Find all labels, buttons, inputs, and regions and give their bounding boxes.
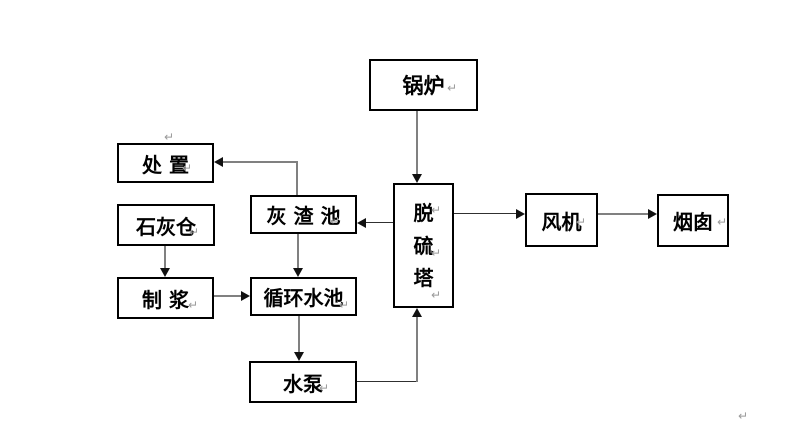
node-boiler-label: 锅炉 <box>402 73 445 98</box>
line-break-mark-fan: ↵ <box>576 215 587 229</box>
edge-ashpond-pool-arrowhead <box>293 268 303 277</box>
edge-pool-pump-arrowhead <box>294 352 304 361</box>
line-break-mark-above-disposal: ↵ <box>164 130 175 144</box>
edge-ashpond-disposal-line-vertical <box>296 161 298 195</box>
node-boiler: 锅炉 <box>369 59 478 111</box>
line-break-mark-pump: ↵ <box>319 381 330 395</box>
node-water-pump-label: 水泵 <box>283 371 323 396</box>
edge-slurry-pool-line <box>214 295 242 297</box>
edge-fan-chimney-line <box>598 213 648 215</box>
node-fan-label: 风机 <box>541 209 582 234</box>
tower-char-1: 脱 <box>413 201 434 226</box>
edge-tower-ashpond-arrowhead <box>357 218 366 228</box>
line-break-mark-tower-2: ↵ <box>431 246 442 260</box>
node-circulating-pool-label: 循环水池 <box>263 286 344 310</box>
line-break-mark-lime-silo: ↵ <box>189 225 200 239</box>
edge-boiler-tower-arrowhead <box>412 174 422 183</box>
node-water-pump: 水泵 <box>249 361 357 403</box>
line-break-mark-chimney: ↵ <box>717 215 728 229</box>
edge-ashpond-pool-line <box>297 234 299 269</box>
line-break-mark-bottom-right: ↵ <box>738 409 749 423</box>
node-fan: 风机 <box>525 193 598 247</box>
line-break-mark-slurry: ↵ <box>188 298 199 312</box>
edge-pump-tower-line-vertical <box>416 316 418 382</box>
node-lime-silo-label: 石灰仓 <box>136 214 196 239</box>
node-disposal-label: 处 置 <box>142 152 189 177</box>
node-lime-silo: 石灰仓 <box>117 204 215 246</box>
line-break-mark-tower-3: ↵ <box>431 288 442 302</box>
node-slurry-prep-label: 制 浆 <box>142 287 189 312</box>
node-ash-pond-label: 灰 渣 池 <box>266 204 341 228</box>
edge-pump-tower-arrowhead <box>412 308 422 317</box>
edge-limesilo-slurry-line <box>164 246 166 269</box>
edge-pump-tower-line-horizontal <box>357 381 418 382</box>
node-ash-pond: 灰 渣 池 <box>250 195 357 234</box>
line-break-mark-disposal: ↵ <box>182 161 193 175</box>
line-break-mark-boiler: ↵ <box>447 81 458 95</box>
node-desulfurization-tower: 脱 硫 塔 <box>393 183 454 308</box>
node-slurry-prep: 制 浆 <box>117 277 214 319</box>
edge-limesilo-slurry-arrowhead <box>160 268 170 277</box>
node-circulating-pool: 循环水池 <box>250 277 357 316</box>
edge-fan-chimney-arrowhead <box>648 209 657 219</box>
edge-tower-fan-arrowhead <box>516 209 525 219</box>
line-break-mark-ash-pond: ↵ <box>330 214 341 228</box>
edge-tower-ashpond-line <box>366 222 393 223</box>
edge-ashpond-disposal-line-horizontal <box>223 161 298 163</box>
node-chimney-label: 烟囱 <box>673 210 713 234</box>
edge-slurry-pool-arrowhead <box>241 291 250 301</box>
node-chimney: 烟囱 <box>657 194 729 247</box>
line-break-mark-pool: ↵ <box>339 298 350 312</box>
tower-char-3: 塔 <box>413 265 434 290</box>
tower-char-2: 硫 <box>413 233 434 258</box>
line-break-mark-tower-1: ↵ <box>431 203 442 217</box>
edge-tower-fan-line <box>454 213 516 214</box>
edge-pool-pump-line <box>298 316 300 353</box>
edge-ashpond-disposal-arrowhead <box>214 157 223 167</box>
edge-boiler-tower-line <box>416 111 418 175</box>
node-disposal: 处 置 <box>117 143 214 183</box>
